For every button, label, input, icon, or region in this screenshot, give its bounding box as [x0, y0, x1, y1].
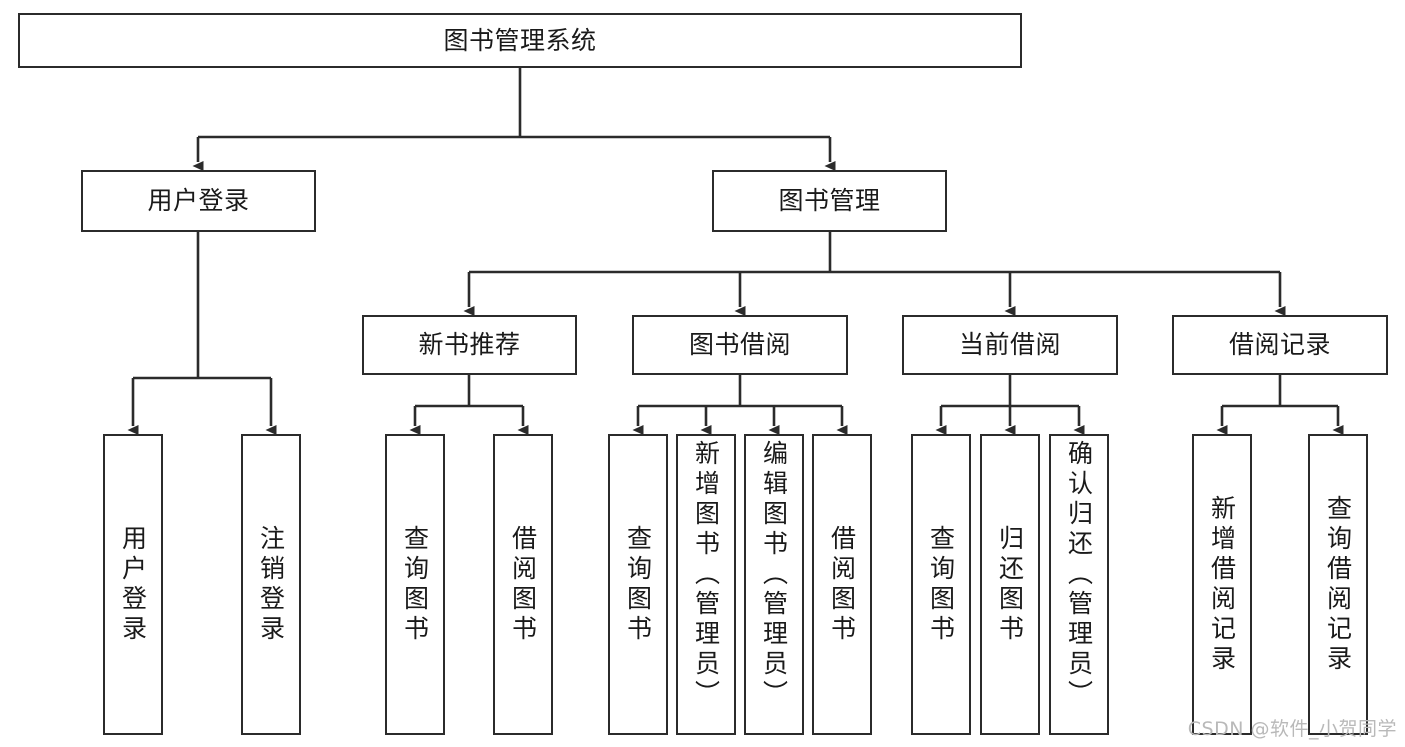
node-label: 新书推荐	[418, 330, 521, 360]
node-leaf-edit-book-admin[interactable]: 编辑图书（管理员）	[744, 434, 804, 735]
node-root-system[interactable]: 图书管理系统	[18, 13, 1022, 68]
node-label: 归还图书	[995, 524, 1025, 645]
node-leaf-logout-login[interactable]: 注销登录	[241, 434, 301, 735]
csdn-watermark: CSDN @软件_小贺同学	[1187, 718, 1397, 740]
node-book-management[interactable]: 图书管理	[712, 170, 947, 232]
node-book-borrow[interactable]: 图书借阅	[632, 315, 848, 375]
node-current-borrow[interactable]: 当前借阅	[902, 315, 1118, 375]
node-label: 用户登录	[147, 186, 250, 216]
node-label: 借阅记录	[1228, 330, 1331, 360]
node-label: 新增图书（管理员）	[691, 440, 721, 710]
node-label: 查询借阅记录	[1323, 494, 1353, 675]
node-borrow-record[interactable]: 借阅记录	[1172, 315, 1388, 375]
node-leaf-borrow-book-borrow[interactable]: 借阅图书	[812, 434, 872, 735]
node-leaf-borrow-book-recommend[interactable]: 借阅图书	[493, 434, 553, 735]
node-label: 当前借阅	[958, 330, 1061, 360]
node-label: 查询图书	[926, 524, 956, 645]
node-leaf-confirm-return-admin[interactable]: 确认归还（管理员）	[1049, 434, 1109, 735]
node-label: 注销登录	[256, 524, 286, 645]
node-leaf-user-login[interactable]: 用户登录	[103, 434, 163, 735]
node-label: 用户登录	[118, 524, 148, 645]
node-label: 图书借阅	[688, 330, 791, 360]
node-leaf-add-book-admin[interactable]: 新增图书（管理员）	[676, 434, 736, 735]
node-label: 借阅图书	[827, 524, 857, 645]
node-label: 确认归还（管理员）	[1064, 440, 1094, 710]
node-new-book-recommend[interactable]: 新书推荐	[362, 315, 577, 375]
node-label: 编辑图书（管理员）	[759, 440, 789, 710]
node-leaf-query-borrow-record[interactable]: 查询借阅记录	[1308, 434, 1368, 735]
node-leaf-query-book-recommend[interactable]: 查询图书	[385, 434, 445, 735]
node-leaf-query-book-current[interactable]: 查询图书	[911, 434, 971, 735]
node-label: 借阅图书	[508, 524, 538, 645]
node-label: 新增借阅记录	[1207, 494, 1237, 675]
node-leaf-return-book[interactable]: 归还图书	[980, 434, 1040, 735]
node-label: 查询图书	[623, 524, 653, 645]
node-label: 图书管理	[778, 186, 881, 216]
node-user-login[interactable]: 用户登录	[81, 170, 316, 232]
node-label: 查询图书	[400, 524, 430, 645]
node-leaf-query-book-borrow[interactable]: 查询图书	[608, 434, 668, 735]
node-leaf-add-borrow-record[interactable]: 新增借阅记录	[1192, 434, 1252, 735]
node-label: 图书管理系统	[443, 25, 597, 55]
